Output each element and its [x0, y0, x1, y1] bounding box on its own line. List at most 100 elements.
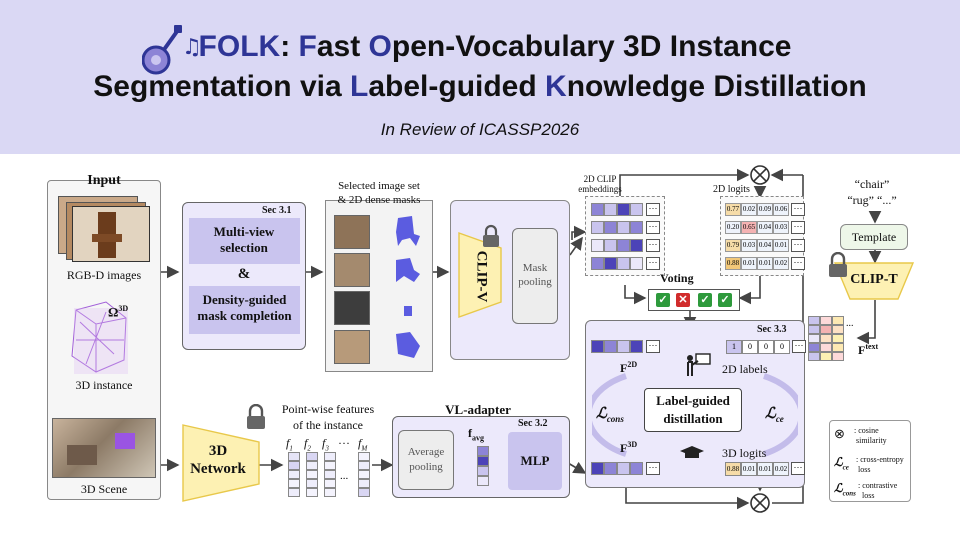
logit-cell: 0.03 — [773, 221, 789, 234]
logits3d-title: 3D logits — [722, 446, 767, 460]
text-feature-cell — [808, 316, 820, 325]
favg-cell — [477, 446, 489, 456]
legend-sym-cons: ℒcons — [834, 481, 856, 498]
feature-cell — [591, 257, 604, 270]
logit-cell: 0.02 — [773, 257, 789, 270]
mlp-label: MLP — [520, 453, 550, 468]
title-banner — [0, 0, 960, 154]
ftext-label: Ftext — [858, 342, 879, 357]
ellipsis-box: ··· — [791, 257, 805, 270]
pointwise-title-2: of the instance — [293, 418, 363, 432]
point-feature-cell — [324, 461, 336, 470]
point-feature-cell — [288, 470, 300, 479]
ellipsis-label: ... — [846, 318, 854, 329]
point-feature-cell — [358, 488, 370, 497]
ellipsis-box: ··· — [792, 340, 806, 353]
feature-cell — [591, 239, 604, 252]
logit-cell: 0.01 — [757, 257, 773, 270]
ellipsis-box: ··· — [791, 221, 805, 234]
label-cell: 1 — [726, 340, 742, 354]
text-feature-cell — [808, 334, 820, 343]
rgbd-stack — [58, 196, 150, 262]
class-words-2: “rug” “...” — [847, 193, 897, 207]
legend-text-cosine-1: : cosine — [854, 426, 879, 435]
pointwise-mid-ellipsis: ... — [340, 470, 349, 482]
legend-sym-cosine-icon: ⊗ — [834, 426, 845, 441]
ellipsis-box: ··· — [646, 257, 660, 270]
ellipsis-box: ··· — [646, 340, 660, 353]
banjo-logo-icon: ♫ — [142, 25, 202, 75]
point-feature-cell — [358, 452, 370, 461]
point-feature-cell — [358, 479, 370, 488]
logit3d-cell: 0.88 — [725, 462, 741, 476]
subtitle: In Review of ICASSP2026 — [380, 120, 580, 139]
template-label: Template — [851, 230, 897, 244]
text-feature-cell — [820, 334, 832, 343]
logit-cell: 0.04 — [757, 239, 773, 252]
point-feature-cell — [358, 470, 370, 479]
point-feature-cell — [324, 479, 336, 488]
f2d-label: F2D — [620, 360, 638, 375]
feature-cell — [617, 462, 630, 475]
logit-cell: 0.20 — [725, 221, 741, 234]
clipt-trapezoid — [834, 262, 914, 300]
text-feature-cell — [808, 352, 820, 361]
lce-label: ℒce — [765, 406, 784, 424]
ellipsis-box: ··· — [646, 203, 660, 216]
mask-pooling-box — [512, 228, 558, 324]
instance-label: 3D instance — [75, 378, 133, 392]
text-feature-cell — [832, 316, 844, 325]
logit-cell: 0.77 — [725, 203, 741, 216]
logit3d-cell: 0.01 — [757, 462, 773, 476]
point-feature-cell — [306, 470, 318, 479]
network3d-trapezoid — [182, 424, 260, 502]
feature-cell — [617, 340, 630, 353]
omega-label: Ω3D — [108, 304, 129, 320]
logit-cell: 0.79 — [725, 239, 741, 252]
sec33-tag: Sec 3.3 — [757, 324, 787, 335]
ellipsis-box: ··· — [791, 462, 805, 475]
point-feature-cell — [288, 452, 300, 461]
feature-cell — [630, 462, 643, 475]
clip-emb-title-2: embeddings — [578, 184, 622, 194]
pointwise-title-1: Point-wise features — [281, 402, 375, 416]
density-box — [189, 286, 300, 334]
logit3d-cell: 0.01 — [741, 462, 757, 476]
selected-title-2: & 2D dense masks — [337, 194, 421, 206]
favg-cell — [477, 466, 489, 476]
input-title: Input — [87, 173, 121, 188]
text-feature-cell — [832, 343, 844, 352]
density-label: Density-guided mask completion — [197, 292, 292, 323]
multiview-box — [189, 218, 300, 264]
title-line-1: FOLK: Fast Open-Vocabulary 3D Instance — [198, 30, 792, 63]
voting-label: Voting — [660, 271, 694, 285]
teacher-icon — [687, 353, 711, 376]
label-cell: 0 — [742, 340, 758, 354]
multiview-label: Multi-view selection — [213, 224, 275, 255]
selected-image-2 — [334, 253, 370, 287]
labels2d-title: 2D labels — [722, 362, 768, 376]
loss-arcs — [592, 373, 798, 457]
legend-text-ce-2: loss — [858, 465, 871, 474]
pointwise-feature-label: f2 — [304, 436, 311, 453]
title-line-2: Segmentation via Label-guided Knowledge … — [93, 70, 867, 103]
point-feature-cell — [324, 452, 336, 461]
voting-box — [648, 289, 740, 311]
vote-check-icon: ✓ — [718, 293, 732, 307]
logit-cell: 0.65 — [741, 221, 757, 234]
scene-image — [52, 418, 156, 478]
point-feature-cell — [306, 461, 318, 470]
feature-cell — [604, 203, 617, 216]
student-icon — [680, 446, 704, 458]
point-feature-cell — [288, 488, 300, 497]
avg-pooling-label-2: pooling — [409, 461, 443, 473]
label-cell: 0 — [774, 340, 790, 354]
rgbd-label: RGB-D images — [66, 268, 142, 282]
selected-title-1: Selected image set — [338, 180, 420, 192]
text-feature-cell — [820, 343, 832, 352]
sec31-tag: Sec 3.1 — [262, 205, 292, 216]
point-feature-cell — [306, 488, 318, 497]
point-feature-cell — [288, 479, 300, 488]
distillation-label-1: Label-guided — [656, 393, 730, 408]
text-feature-cell — [832, 325, 844, 334]
